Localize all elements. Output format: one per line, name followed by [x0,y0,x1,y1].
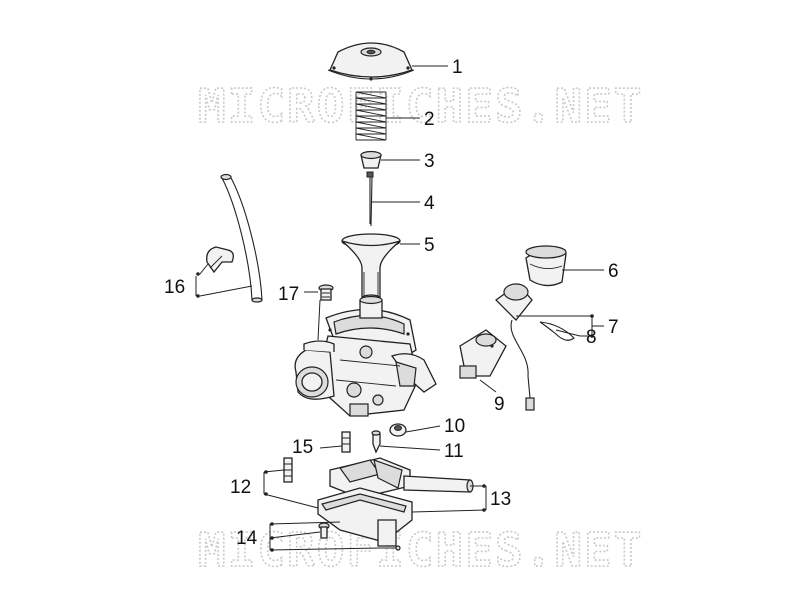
callout-7[interactable]: 7 [608,317,619,338]
float-bowl-icon[interactable] [317,487,413,547]
needle-clip-icon[interactable] [360,150,382,169]
watermark-top: MICROFICHES.NET [198,79,643,133]
hose-icon[interactable] [206,173,263,303]
callout-15[interactable]: 15 [292,437,313,458]
callout-16[interactable]: 16 [164,277,185,298]
spring-icon[interactable] [355,91,387,141]
callout-1[interactable]: 1 [452,57,463,78]
main-jet-icon[interactable] [283,457,293,483]
clamp-icon[interactable] [539,321,575,341]
idle-jet-icon[interactable] [341,431,351,453]
choke-valve-icon[interactable] [495,283,535,411]
float-needle-icon[interactable] [371,430,381,454]
callout-8[interactable]: 8 [586,327,597,348]
callout-17[interactable]: 17 [278,284,299,305]
callout-12[interactable]: 12 [230,477,251,498]
callout-9[interactable]: 9 [494,394,505,415]
callout-4[interactable]: 4 [424,193,435,214]
float-icon[interactable] [329,457,474,499]
callout-14[interactable]: 14 [236,528,258,549]
drain-screw-icon[interactable] [389,423,407,437]
piston-valve-icon[interactable] [341,233,401,302]
callout-2[interactable]: 2 [424,109,435,130]
watermark-bottom: MICROFICHES.NET [198,523,643,577]
callout-6[interactable]: 6 [608,261,619,282]
callout-10[interactable]: 10 [444,416,465,437]
screw-icon[interactable] [318,522,401,551]
callout-11[interactable]: 11 [444,441,464,462]
cover-screw-icon[interactable] [318,284,334,301]
intake-flange-icon[interactable] [459,329,507,379]
callout-5[interactable]: 5 [424,235,435,256]
carburetor-cover-icon[interactable] [327,42,415,81]
carburetor-body-icon[interactable] [294,295,437,417]
heater-cap-icon[interactable] [525,245,567,287]
jet-needle-icon[interactable] [366,171,374,227]
callout-13[interactable]: 13 [490,489,511,510]
leader-lines [195,65,604,552]
callout-3[interactable]: 3 [424,151,435,172]
